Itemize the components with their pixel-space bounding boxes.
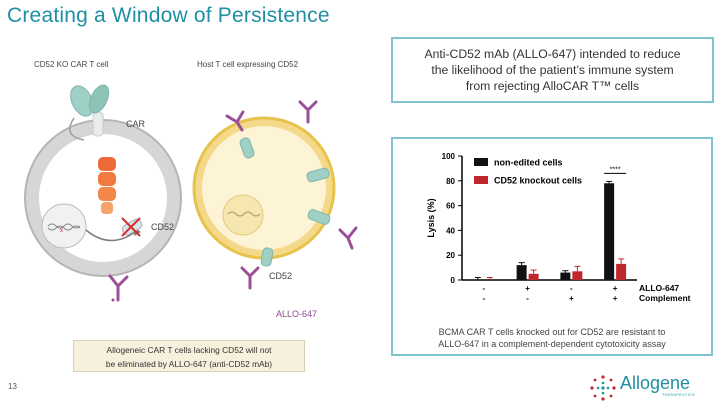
logo-tagline: THERAPEUTICS <box>662 393 696 397</box>
y-tick-label: 0 <box>451 276 456 285</box>
condition-label: ALLO-647 <box>639 283 679 293</box>
antibody-icon <box>225 100 358 290</box>
callout-line-3: from rejecting AlloCAR T™ cells <box>465 79 640 93</box>
condition-mark: + <box>613 294 618 303</box>
cd52-label-left: CD52 <box>151 222 175 232</box>
condition-mark: + <box>525 284 530 293</box>
right-cell-label: Host T cell expressing CD52 <box>197 60 299 69</box>
bar-non-edited <box>604 183 615 280</box>
legend-label: CD52 knockout cells <box>494 176 582 186</box>
car-label: CAR <box>126 119 146 129</box>
condition-mark: - <box>526 294 529 303</box>
bar-knockout <box>572 271 583 280</box>
car-receptor <box>69 84 116 214</box>
slide-title: Creating a Window of Persistence <box>7 4 330 27</box>
chart-panel <box>391 137 713 356</box>
y-axis-label: Lysis (%) <box>426 198 436 237</box>
bar-knockout <box>528 273 539 280</box>
legend-label: non-edited cells <box>494 158 563 168</box>
condition-mark: - <box>483 284 486 293</box>
legend-swatch <box>474 176 488 184</box>
significance-label: **** <box>610 166 621 173</box>
assay-note-line-1: BCMA CAR T cells knocked out for CD52 ar… <box>438 327 666 337</box>
callout-line-1: Anti-CD52 mAb (ALLO-647) intended to red… <box>424 47 681 61</box>
y-tick-label: 100 <box>442 152 456 161</box>
condition-label: Complement <box>639 293 691 303</box>
y-tick-label: 20 <box>446 251 455 260</box>
host-t-cell <box>192 116 336 260</box>
cd52-knockout-mark <box>121 217 143 237</box>
condition-mark: + <box>569 294 574 303</box>
antibody-icon <box>108 274 129 302</box>
allo-label: ALLO-647 <box>276 309 318 319</box>
bar-knockout <box>616 263 627 280</box>
logo-mark-icon <box>590 375 616 401</box>
diagram-caption: Allogeneic CAR T cells lacking CD52 will… <box>73 340 305 372</box>
caption-line-2: be eliminated by ALLO-647 (anti-CD52 mAb… <box>105 359 273 369</box>
cd52-label-right: CD52 <box>269 271 293 281</box>
bar-non-edited <box>516 265 527 280</box>
caption-line-1: Allogeneic CAR T cells lacking CD52 will… <box>106 345 272 355</box>
svg-text:x: x <box>60 228 63 234</box>
cd52-icon <box>239 137 331 267</box>
assay-note: BCMA CAR T cells knocked out for CD52 ar… <box>392 326 712 350</box>
company-logo: Allogene <box>620 373 691 393</box>
condition-mark: - <box>483 294 486 303</box>
callout-box: Anti-CD52 mAb (ALLO-647) intended to red… <box>391 37 714 103</box>
cell-diagram: x <box>24 84 358 302</box>
bar-non-edited <box>560 272 571 280</box>
y-tick-label: 80 <box>446 177 455 186</box>
page-number: 13 <box>8 382 17 391</box>
left-cell-label: CD52 KO CAR T cell <box>34 60 109 69</box>
assay-note-line-2: ALLO-647 in a complement-dependent cytot… <box>438 339 666 349</box>
condition-mark: - <box>570 284 573 293</box>
y-tick-label: 60 <box>446 202 455 211</box>
y-tick-label: 40 <box>446 226 455 235</box>
legend-swatch <box>474 158 488 166</box>
callout-line-2: the likelihood of the patient’s immune s… <box>431 63 674 77</box>
condition-mark: + <box>613 284 618 293</box>
